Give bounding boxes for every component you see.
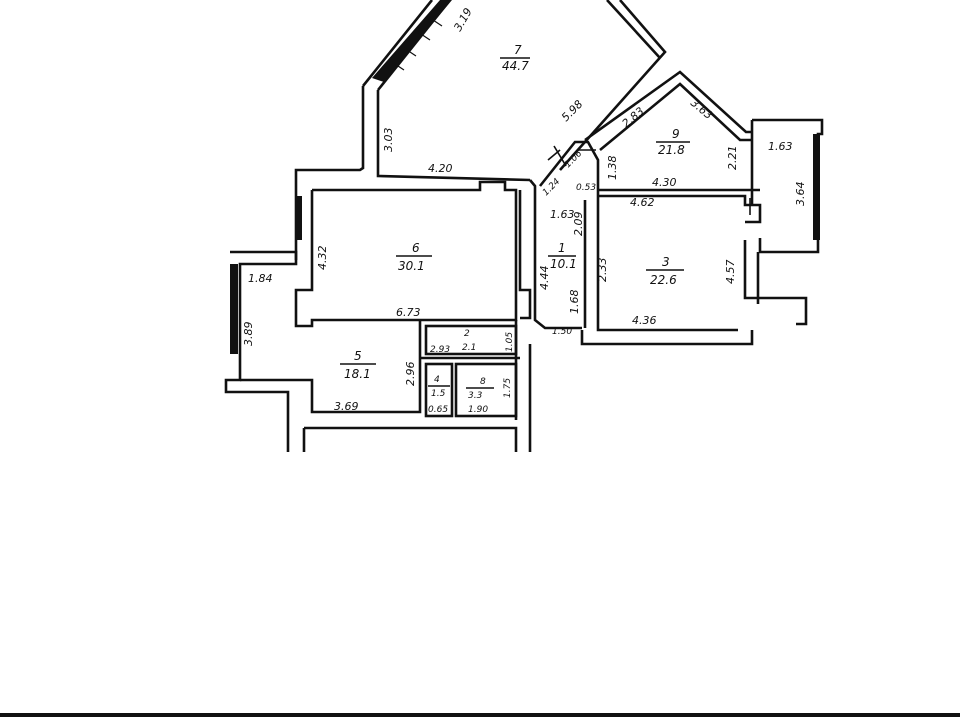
svg-text:0.65: 0.65: [428, 405, 448, 415]
svg-text:4.62: 4.62: [630, 196, 655, 209]
svg-text:22.6: 22.6: [650, 273, 677, 287]
svg-text:3.03: 3.03: [382, 128, 395, 153]
svg-text:18.1: 18.1: [344, 367, 371, 381]
room-label-9: 9 21.8: [656, 127, 690, 157]
svg-text:6.73: 6.73: [396, 306, 421, 319]
svg-text:3.69: 3.69: [334, 400, 359, 413]
room-label-8: 8 3.3: [466, 377, 494, 401]
svg-text:1.68: 1.68: [568, 290, 581, 315]
svg-text:1.5: 1.5: [431, 389, 446, 399]
room-label-4: 4 1.5: [428, 375, 450, 399]
room-label-7: 7 44.7: [500, 43, 530, 73]
svg-text:2.96: 2.96: [404, 362, 417, 387]
room-label-2: 2 2.1: [462, 329, 476, 353]
svg-text:1.75: 1.75: [503, 378, 513, 398]
svg-text:3.89: 3.89: [242, 322, 255, 347]
svg-text:2.33: 2.33: [596, 258, 609, 283]
room-3-walls: [580, 194, 808, 346]
svg-text:1.63: 1.63: [768, 140, 793, 153]
svg-text:4.32: 4.32: [316, 246, 329, 271]
svg-text:4.44: 4.44: [538, 266, 551, 291]
svg-text:1.84: 1.84: [248, 272, 273, 285]
room-7-walls: [294, 0, 667, 190]
svg-text:3: 3: [662, 255, 670, 269]
svg-text:4.36: 4.36: [632, 314, 657, 327]
svg-text:10.1: 10.1: [550, 257, 577, 271]
svg-text:3.3: 3.3: [468, 391, 483, 401]
svg-text:1.90: 1.90: [468, 405, 488, 415]
svg-text:21.8: 21.8: [658, 143, 685, 157]
small-rooms-walls: [420, 320, 520, 420]
room-label-6: 6 30.1: [396, 241, 432, 273]
room-label-5: 5 18.1: [340, 349, 376, 381]
svg-text:2.1: 2.1: [462, 343, 476, 353]
svg-text:2.21: 2.21: [726, 146, 739, 171]
svg-text:2.93: 2.93: [430, 345, 450, 355]
svg-text:6: 6: [412, 241, 420, 255]
svg-text:4.20: 4.20: [428, 162, 453, 175]
room-9-walls: [584, 70, 824, 254]
svg-text:5.98: 5.98: [559, 98, 586, 125]
room-label-1: 1 10.1: [548, 241, 577, 271]
svg-text:0.53: 0.53: [576, 183, 596, 193]
svg-text:4.57: 4.57: [724, 260, 737, 285]
svg-text:4.30: 4.30: [652, 176, 677, 189]
svg-text:1.50: 1.50: [552, 327, 572, 337]
svg-text:1.05: 1.05: [505, 332, 515, 352]
svg-text:8: 8: [480, 377, 486, 387]
svg-text:9: 9: [672, 127, 680, 141]
svg-text:1.63: 1.63: [550, 208, 575, 221]
svg-text:5: 5: [354, 349, 362, 363]
svg-text:1: 1: [558, 241, 566, 255]
bottom-border: [0, 713, 960, 717]
svg-text:1.38: 1.38: [606, 156, 619, 181]
svg-text:2.09: 2.09: [572, 212, 585, 237]
svg-text:3.64: 3.64: [794, 182, 807, 207]
svg-text:4: 4: [434, 375, 440, 385]
svg-text:3.19: 3.19: [451, 6, 475, 34]
svg-text:7: 7: [514, 43, 522, 57]
svg-text:2.83: 2.83: [620, 105, 647, 131]
svg-text:2: 2: [464, 329, 470, 339]
room-label-3: 3 22.6: [646, 255, 684, 287]
room-1-walls: [529, 140, 600, 330]
svg-text:44.7: 44.7: [502, 59, 529, 73]
room-5-walls: [224, 250, 532, 452]
svg-text:30.1: 30.1: [398, 259, 425, 273]
